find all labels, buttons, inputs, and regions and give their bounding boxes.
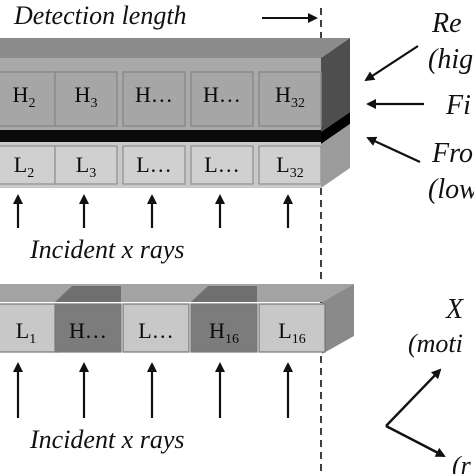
front-layer-label: Fro (431, 138, 473, 169)
bottom-high-cell (190, 303, 258, 353)
bottom-low-cell (122, 303, 190, 353)
low-cell-label: L32 (276, 152, 303, 181)
rear-layer-pointer-arrow (364, 45, 419, 82)
bottom-high-cell-top (55, 286, 121, 302)
bottom-cell-label: H… (69, 318, 107, 343)
low-cell-label: L… (136, 152, 171, 177)
high-layer-side-face (321, 38, 350, 132)
low-cell-row: L2 L3 L… L… L32 (0, 145, 322, 185)
x-axis-label: X (445, 294, 464, 325)
bottom-high-cell (54, 303, 122, 353)
bottom-low-cell (258, 303, 326, 353)
high-cell (258, 71, 322, 127)
front-layer-paren-label: (low (428, 174, 474, 205)
x-axis-paren-label: (moti (408, 329, 463, 358)
high-cell (0, 71, 56, 127)
low-cell (258, 145, 322, 185)
high-cell-label: H32 (275, 82, 305, 111)
low-cell-label: L3 (76, 152, 96, 181)
bottom-detector-side-face (322, 284, 354, 354)
detection-length-label: Detection length (13, 1, 187, 30)
bottom-cell-label: L1 (16, 318, 36, 347)
bottom-incident-xrays-label: Incident x rays (29, 425, 185, 454)
low-cell-label: L… (204, 152, 239, 177)
rear-layer-label: Re (431, 8, 462, 39)
bottom-cell-label: L16 (278, 318, 305, 347)
high-cell-label: H3 (75, 82, 98, 111)
top-detector-top-face (0, 38, 350, 58)
bottom-cell-label: L… (138, 318, 173, 343)
bottom-incident-arrows (13, 362, 293, 418)
low-cell-label: L2 (14, 152, 34, 181)
high-cell (122, 71, 186, 127)
high-cell-label: H… (203, 82, 241, 107)
bottom-low-cell (0, 303, 60, 353)
motion-arrow-right (385, 424, 446, 458)
motion-arrow-up (385, 368, 442, 427)
bottom-high-cell-top (191, 286, 257, 302)
top-incident-arrows (13, 194, 293, 228)
top-incident-xrays-label: Incident x rays (29, 235, 185, 264)
bottom-detector-top-face (0, 284, 354, 302)
low-layer-side-face (321, 124, 350, 188)
front-layer-pointer-arrow (366, 136, 421, 163)
bottom-right-paren-label: (r (452, 451, 472, 474)
filter-label: Fi (445, 90, 471, 121)
bottom-cell-row: L1 H… L… H16 L16 (0, 286, 326, 353)
high-cell-row: H2 H3 H… H… H32 (0, 71, 322, 127)
high-cell (190, 71, 254, 127)
filter-side-face (321, 112, 350, 144)
high-cell-label: H2 (13, 82, 36, 111)
low-cell (54, 145, 118, 185)
high-cell-label: H… (135, 82, 173, 107)
low-cell (122, 145, 186, 185)
high-cell (54, 71, 118, 127)
rear-layer-paren-label: (hig (428, 44, 473, 75)
bottom-cell-label: H16 (209, 318, 239, 347)
low-cell (190, 145, 254, 185)
filter-layer (0, 130, 321, 142)
